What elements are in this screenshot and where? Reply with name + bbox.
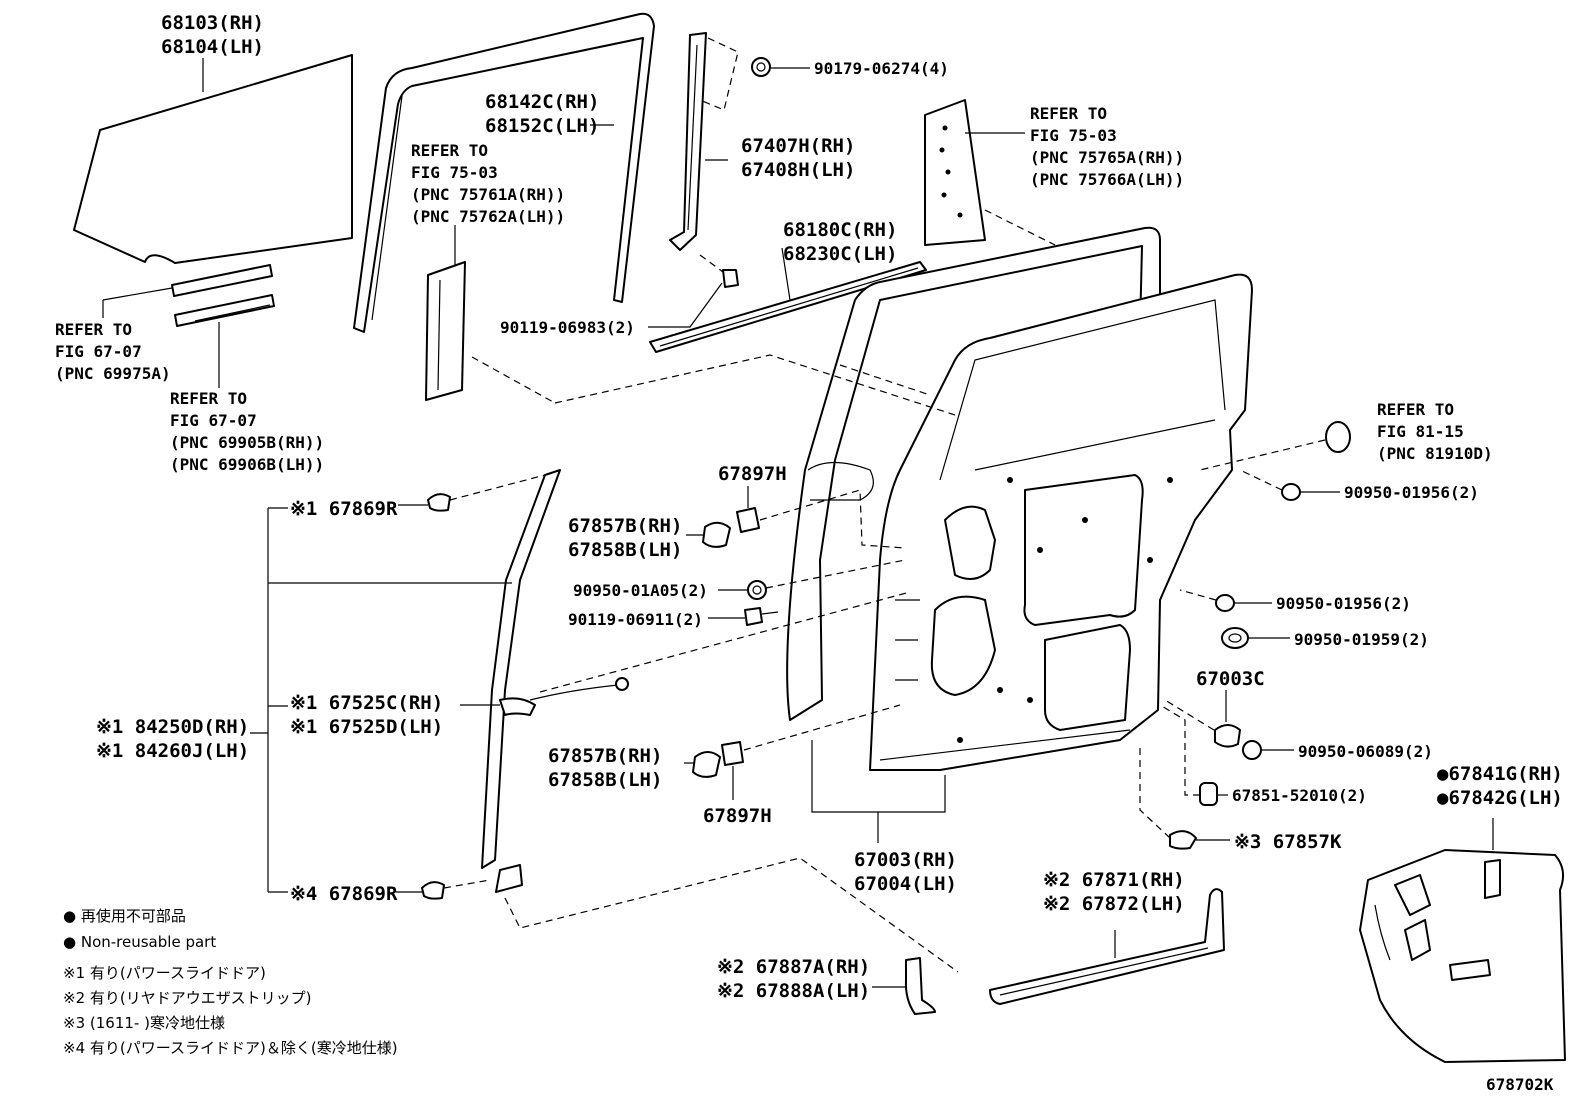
- label-run-rh: 68142C(RH): [485, 91, 599, 113]
- label-run-lh: 68152C(LH): [485, 115, 599, 137]
- label-refer-e3: (PNC 81910D): [1377, 444, 1493, 463]
- label-cover-lh: 67858B(LH): [568, 539, 682, 561]
- label-belt-rh: 68180C(RH): [783, 219, 897, 241]
- cover-67857b-bottom: [692, 751, 721, 778]
- label-plug-089: 90950-06089(2): [1298, 742, 1433, 761]
- label-strip-rh: ※2 67871(RH): [1043, 869, 1185, 891]
- label-refer-e1: REFER TO: [1377, 400, 1454, 419]
- label-refer-b3: (PNC 75765A(RH)): [1030, 148, 1184, 167]
- label-refer-a2: FIG 75-03: [411, 163, 498, 182]
- label-67525c: ※1 67525C(RH): [290, 692, 443, 714]
- label-refer-b1: REFER TO: [1030, 104, 1107, 123]
- channel-67407: [669, 32, 707, 251]
- label-bolt-911: 90119-06911(2): [568, 610, 703, 629]
- pillar-garnish-b: [924, 99, 986, 246]
- label-67869r-top: ※1 67869R: [290, 498, 398, 520]
- label-seal-c: 90950-01959(2): [1294, 630, 1429, 649]
- label-refer-d4: (PNC 69906B(LH)): [170, 455, 324, 474]
- door-inner-panel: [869, 273, 1253, 771]
- label-67888a: ※2 67888A(LH): [717, 980, 870, 1002]
- legend-note-4: ※4 有り(パワースライドドア)＆除く(寒冷地仕様): [63, 1039, 398, 1057]
- label-refer-a3: (PNC 75761A(RH)): [411, 185, 565, 204]
- label-ch-lh: 67408H(LH): [741, 159, 855, 181]
- label-67857k: ※3 67857K: [1234, 831, 1342, 853]
- pillar-garnish-a: [425, 261, 466, 401]
- clip-67869r-top: [427, 493, 451, 512]
- legend-note-1: ※1 有り(パワースライドドア): [63, 964, 266, 982]
- bolt-06983: [722, 269, 739, 288]
- legend-nonreuse-jp: ● 再使用不可部品: [63, 907, 186, 925]
- label-trim-lh: ●67842G(LH): [1437, 787, 1563, 809]
- label-glass-rh: 68103(RH): [161, 12, 264, 34]
- label-id-code: 678702K: [1486, 1075, 1554, 1094]
- seal-01956-top: [1281, 483, 1301, 501]
- label-cover2-lh: 67858B(LH): [548, 769, 662, 791]
- door-trim-board: [1359, 849, 1566, 1063]
- part-67887a: [904, 957, 936, 1015]
- legend-note-2: ※2 有り(リヤドアウエザストリップ): [63, 989, 311, 1007]
- label-clip-top: 90179-06274(4): [814, 59, 949, 78]
- label-strip-lh: ※2 67872(LH): [1043, 893, 1185, 915]
- label-trim-rh: ●67841G(RH): [1437, 763, 1563, 785]
- label-ch-rh: 67407H(RH): [741, 135, 855, 157]
- label-cover2-rh: 67857B(RH): [548, 745, 662, 767]
- label-refer-c1: REFER TO: [55, 320, 132, 339]
- label-refer-d1: REFER TO: [170, 389, 247, 408]
- clip-top: [751, 57, 771, 77]
- label-67869r-bottom: ※4 67869R: [290, 883, 398, 905]
- label-refer-b2: FIG 75-03: [1030, 126, 1117, 145]
- label-67525d: ※1 67525D(LH): [290, 716, 443, 738]
- weatherstrip-67871: [989, 888, 1225, 1005]
- label-cover-rh: 67857B(RH): [568, 515, 682, 537]
- belt-molding: [649, 261, 927, 353]
- label-seal-a: 90950-01956(2): [1344, 483, 1479, 502]
- bolt-06911: [744, 607, 779, 626]
- part-labels: 68103(RH) 68104(LH) 68142C(RH) 68152C(LH…: [55, 12, 1563, 1094]
- label-refer-c3: (PNC 69975A): [55, 364, 171, 383]
- label-refer-a4: (PNC 75762A(LH)): [411, 207, 565, 226]
- cover-67857b-top: [702, 521, 731, 548]
- plug-67003c: [1214, 724, 1241, 748]
- label-wire-lh: ※1 84260J(LH): [96, 740, 249, 762]
- plug-52010: [1199, 782, 1218, 806]
- label-67897h-bottom: 67897H: [703, 805, 772, 827]
- label-refer-a1: REFER TO: [411, 141, 488, 160]
- label-seal-b: 90950-01956(2): [1276, 594, 1411, 613]
- label-refer-c2: FIG 67-07: [55, 342, 142, 361]
- clip-67869r-bottom: [421, 881, 445, 900]
- label-door-rh: 67003(RH): [854, 849, 957, 871]
- label-glass-lh: 68104(LH): [161, 36, 264, 58]
- part-67897h-bottom: [721, 741, 744, 766]
- cap-81910d: [1325, 421, 1351, 453]
- label-bolt-a: 90119-06983(2): [500, 318, 635, 337]
- label-refer-d3: (PNC 69905B(RH)): [170, 433, 324, 452]
- label-67887a: ※2 67887A(RH): [717, 956, 870, 978]
- seal-01959: [1221, 627, 1249, 649]
- door-outer-shell: [786, 226, 1161, 721]
- legend-nonreuse-en: ● Non-reusable part: [63, 933, 216, 951]
- legend: ● 再使用不可部品 ● Non-reusable part ※1 有り(パワース…: [63, 907, 398, 1057]
- label-67897h-top: 67897H: [718, 463, 787, 485]
- wire-harness: [481, 469, 629, 893]
- part-67897h-top: [736, 507, 760, 533]
- label-door-lh: 67004(LH): [854, 873, 957, 895]
- legend-note-3: ※3 (1611- )寒冷地仕様: [63, 1014, 225, 1032]
- label-refer-e2: FIG 81-15: [1377, 422, 1464, 441]
- door-glass: [73, 54, 353, 264]
- label-wire-rh: ※1 84250D(RH): [96, 716, 249, 738]
- label-plug-52010: 67851-52010(2): [1232, 786, 1367, 805]
- glass-strips: [171, 264, 275, 327]
- label-67003c: 67003C: [1196, 668, 1265, 690]
- label-plug-a05: 90950-01A05(2): [573, 581, 708, 600]
- label-refer-d2: FIG 67-07: [170, 411, 257, 430]
- plug-01a05: [747, 580, 767, 600]
- seal-01956-mid: [1215, 594, 1235, 612]
- label-refer-b4: (PNC 75766A(LH)): [1030, 170, 1184, 189]
- glass-run: [353, 12, 655, 333]
- plug-06089: [1242, 740, 1262, 760]
- part-67857k: [1169, 830, 1197, 850]
- label-belt-lh: 68230C(LH): [783, 243, 897, 265]
